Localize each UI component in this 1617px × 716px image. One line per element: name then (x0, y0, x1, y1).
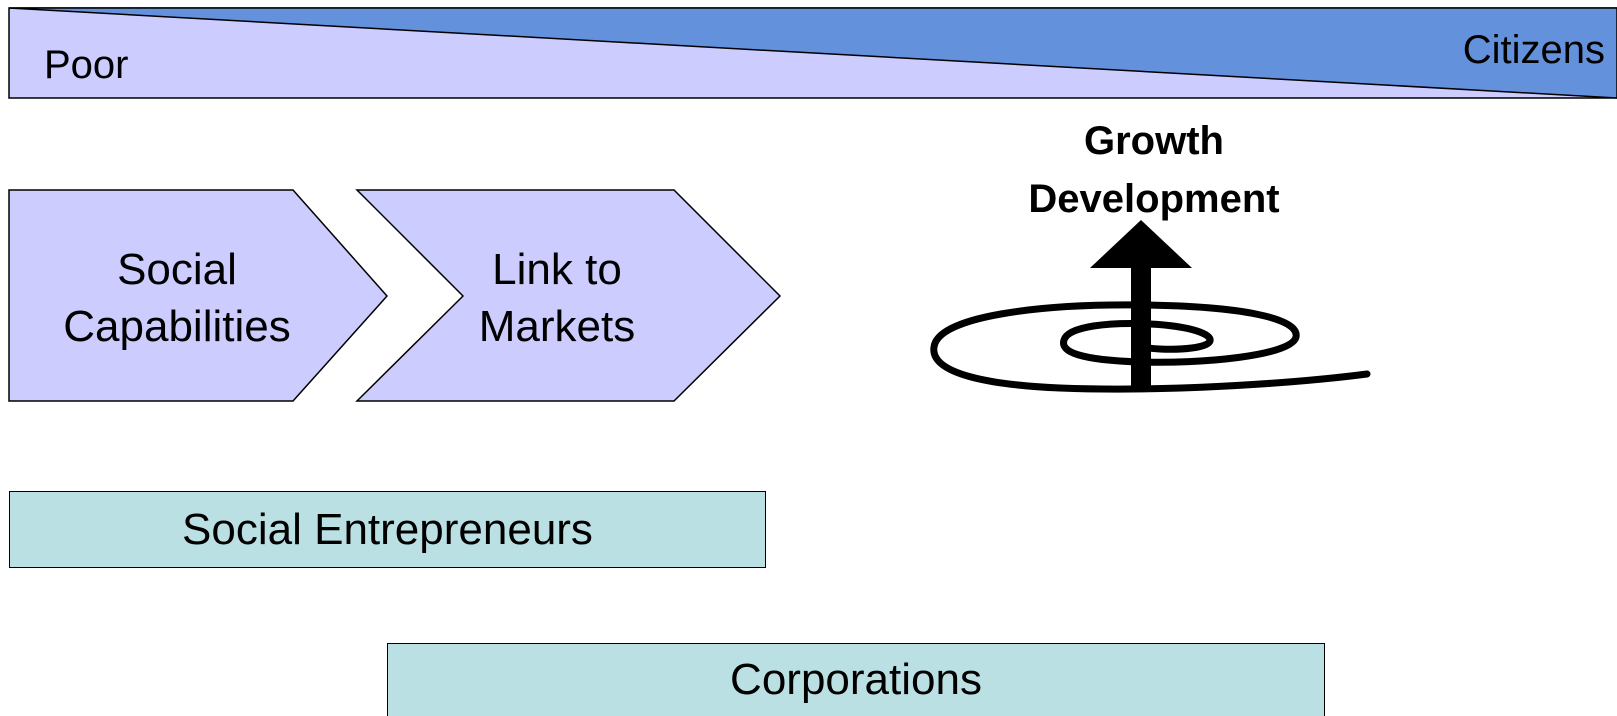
social-entrepreneurs-box: Social Entrepreneurs (9, 491, 766, 568)
outcome-label-line1: Growth (1084, 119, 1224, 163)
spiral-tail-icon (1300, 374, 1367, 383)
step-label-line1: Link to (492, 245, 622, 294)
arrow-shaft-icon (1131, 262, 1151, 388)
growth-outcome: Growth Development (930, 119, 1371, 393)
chevron-shape (8, 189, 389, 402)
outcome-label-line2: Development (1028, 177, 1279, 221)
upward-spiral-arrow-icon (930, 220, 1371, 393)
corporations-box: Corporations (387, 643, 1325, 716)
step-label-line2: Capabilities (63, 302, 290, 351)
spiral-icon (930, 301, 1371, 393)
band-dark-wedge (8, 7, 1617, 99)
step-label-line1: Social (117, 245, 237, 294)
poor-to-citizens-band: Poor Citizens (8, 7, 1617, 99)
step-label-line2: Markets (479, 302, 635, 351)
step-social-capabilities: Social Capabilities (8, 189, 389, 402)
band-left-label: Poor (44, 43, 129, 87)
step-link-to-markets: Link to Markets (355, 189, 782, 402)
band-right-label: Citizens (1463, 28, 1605, 72)
arrow-head-icon (1090, 220, 1192, 268)
chevron-shape (355, 189, 782, 402)
